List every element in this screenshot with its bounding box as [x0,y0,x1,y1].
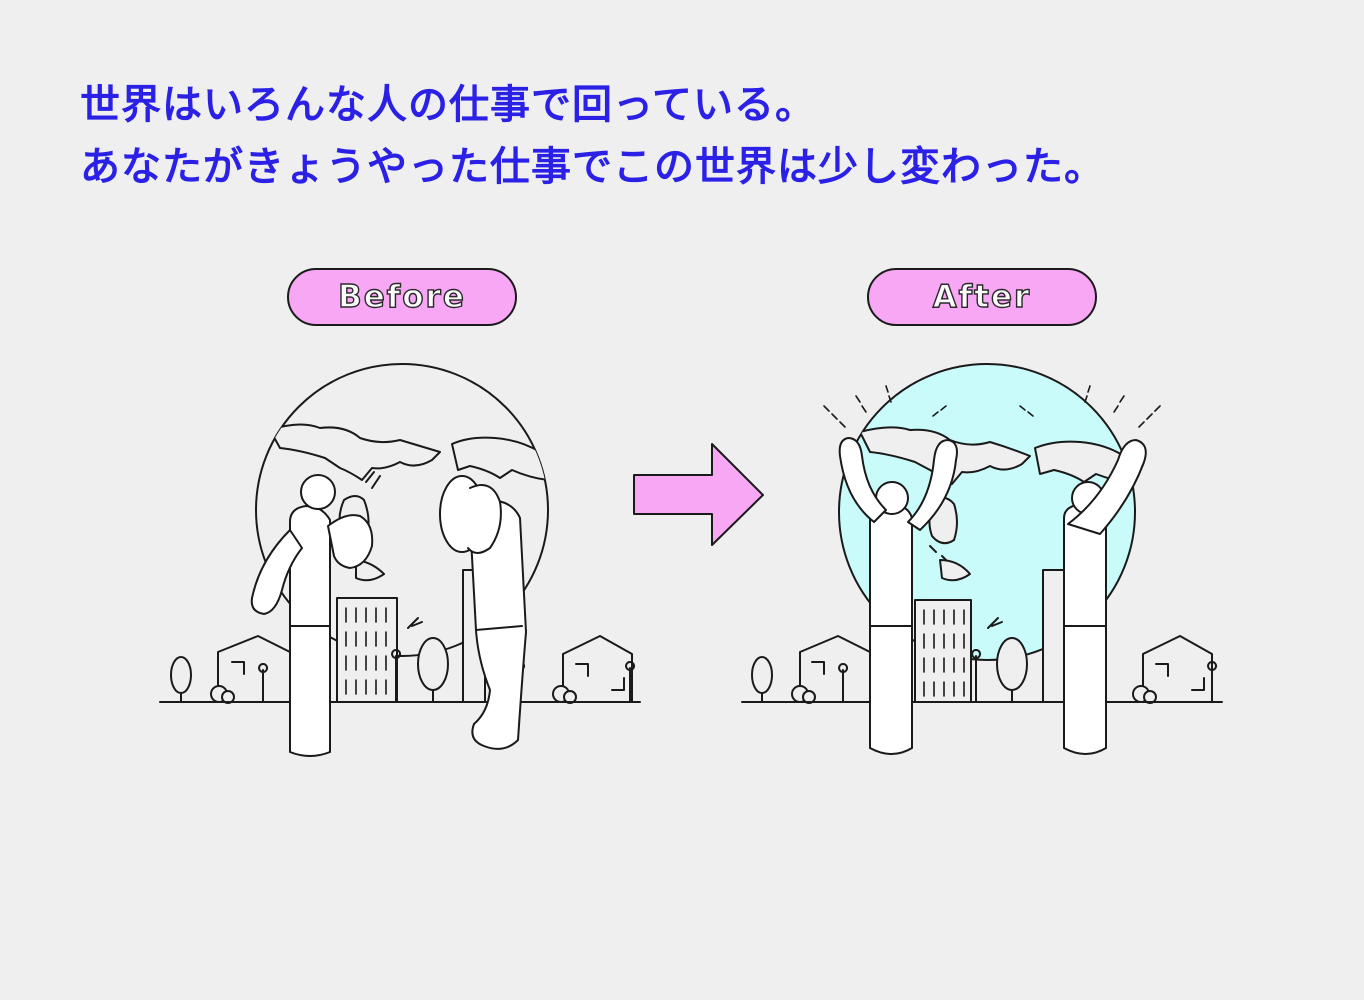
after-label: After [867,268,1097,326]
before-label: Before [287,268,517,326]
before-person-left [250,474,374,757]
after-label-text: After [932,278,1032,315]
headline-line-1: 世界はいろんな人の仕事で回っている。 [80,82,816,128]
headline: 世界はいろんな人の仕事で回っている。 あなたがきょうやった仕事でこの世界は少し変… [80,74,1105,198]
after-buildings [741,569,1223,704]
arrow-right-icon [633,443,764,546]
headline-line-2: あなたがきょうやった仕事でこの世界は少し変わった。 [80,144,1105,190]
before-buildings [159,569,641,704]
after-person-left [838,437,958,755]
after-scene [741,363,1223,755]
sparkle-lines [823,385,1161,428]
before-scene [159,363,641,757]
after-person-right [1063,439,1147,755]
before-label-text: Before [337,278,466,315]
before-person-right [439,475,527,750]
